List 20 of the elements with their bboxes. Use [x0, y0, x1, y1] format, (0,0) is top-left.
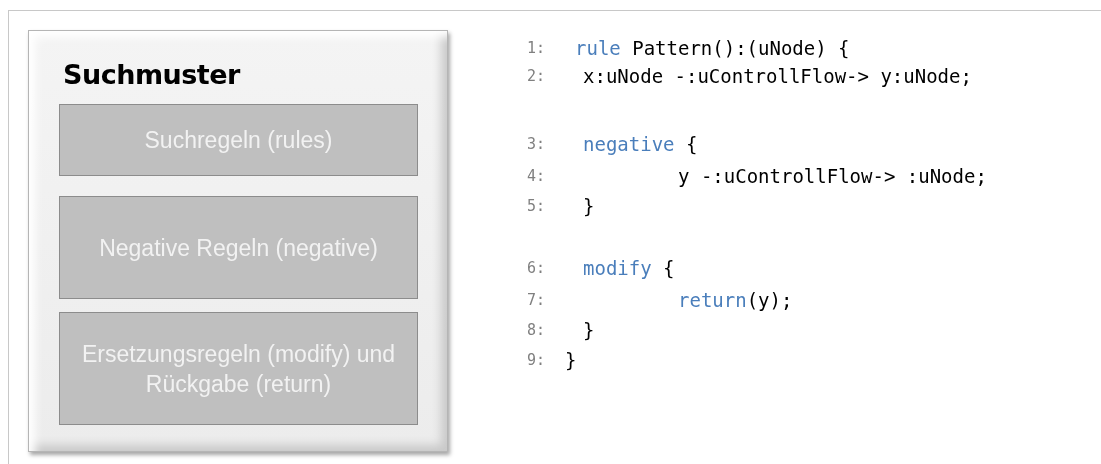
code-line: modify { — [583, 256, 675, 280]
line-number: 1: — [527, 38, 546, 59]
code-line: rule Pattern():(uNode) { — [575, 36, 850, 60]
panel-title: Suchmuster — [63, 59, 240, 90]
line-number: 4: — [527, 166, 546, 187]
line-number: 5: — [527, 196, 546, 217]
line-number: 2: — [527, 66, 546, 87]
line-number: 6: — [527, 258, 546, 279]
line-number: 3: — [527, 134, 546, 155]
code-line: y -:uControllFlow-> :uNode; — [678, 164, 987, 188]
line-number: 7: — [527, 290, 546, 311]
line-number: 8: — [527, 320, 546, 341]
code-line: return(y); — [678, 288, 793, 312]
code-line: } — [583, 318, 595, 342]
line-number: 9: — [527, 350, 546, 371]
code-line: } — [583, 194, 595, 218]
code-line: negative { — [583, 132, 698, 156]
code-line: } — [565, 348, 577, 372]
pattern-panel — [28, 30, 448, 452]
code-line: x:uNode -:uControllFlow-> y:uNode; — [583, 64, 972, 88]
